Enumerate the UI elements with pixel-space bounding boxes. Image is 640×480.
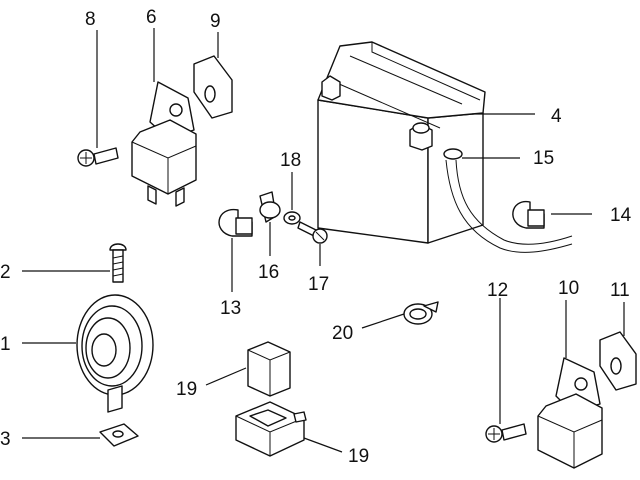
label-20: 20 (332, 323, 353, 344)
washer-17 (283, 211, 301, 225)
clip-12 (218, 209, 253, 237)
screw-upper (77, 147, 119, 167)
label-16: 17 (308, 274, 329, 295)
label-3: 3 (0, 429, 11, 450)
label-11: 12 (487, 280, 508, 301)
horn-washer (99, 423, 139, 447)
label-4: 4 (551, 106, 562, 127)
relay-lower (537, 357, 603, 469)
label-15: 16 (258, 262, 279, 283)
bracket-lower (599, 331, 637, 391)
part-number-labels: 8 6 9 4 15 14 18 16 17 13 2 1 3 12 10 11… (0, 7, 632, 467)
clip-13 (512, 201, 545, 229)
horn-bolt (109, 243, 127, 283)
bracket-upper (193, 55, 233, 119)
horn (76, 294, 154, 413)
battery (317, 41, 486, 244)
label-12: 13 (220, 298, 241, 319)
fuse-19 (247, 341, 291, 397)
hose-clamp-20 (403, 301, 439, 325)
label-9: 10 (558, 278, 579, 299)
leader-lines (22, 28, 625, 453)
label-10: 11 (610, 280, 630, 301)
label-2: 2 (0, 262, 11, 283)
screw-16 (297, 221, 328, 244)
label-7: 8 (85, 9, 96, 30)
label-8: 9 (210, 11, 221, 32)
screw-lower (485, 423, 527, 443)
terminal-15 (259, 191, 281, 223)
label-17: 18 (280, 150, 301, 171)
relay-upper (131, 81, 197, 207)
vent-hose (443, 148, 573, 253)
label-1: 1 (0, 334, 11, 355)
label-19: 19 (176, 379, 197, 400)
fuse-box-18 (235, 401, 307, 457)
label-14: 15 (533, 148, 554, 169)
label-13: 14 (610, 205, 632, 226)
label-6: 6 (146, 7, 157, 28)
label-18: 19 (348, 446, 369, 467)
